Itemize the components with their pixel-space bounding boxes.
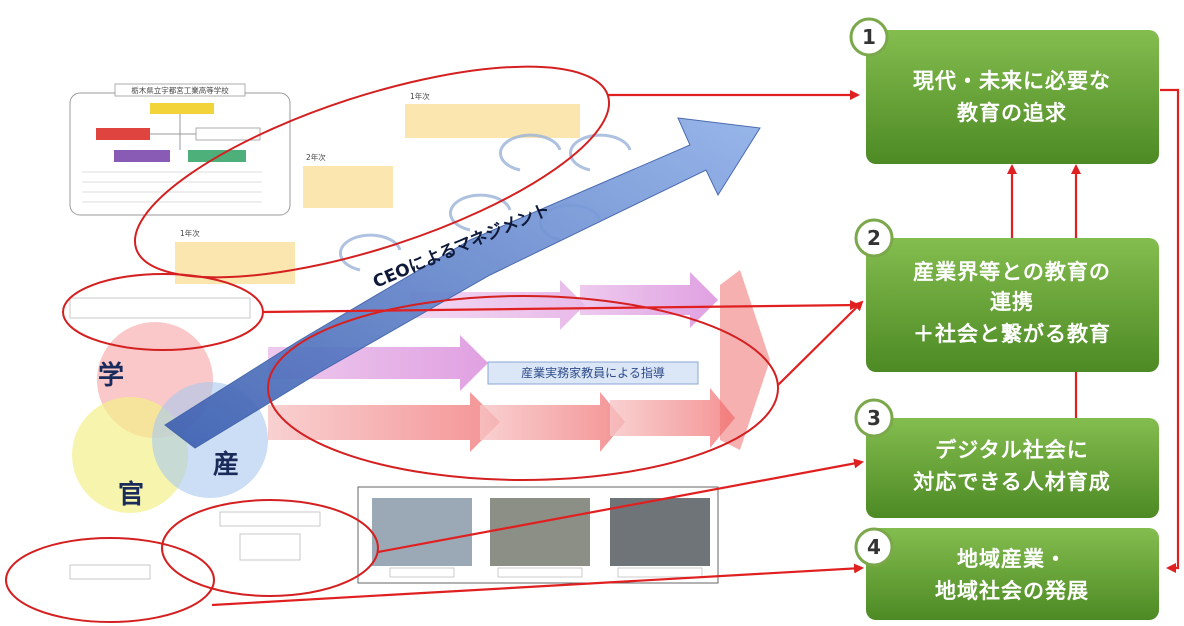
number-3: 3 [867,406,881,430]
photo-2 [490,498,590,566]
small-info-boxes [69,297,321,580]
year1-label: 1年次 [180,228,200,238]
year3-label: 1年次 [410,91,430,101]
government-char: 官 [118,479,144,510]
box3-line1: デジタル社会に [935,438,1089,462]
ellipse-government-note [5,537,215,623]
connector-arrows [211,88,1180,607]
number-badge-1 [849,17,889,57]
school-header-label: 栃木県立宇都宮工業高等学校 [131,85,229,95]
box2-line1: 産業界等との教育の [913,260,1111,284]
box2-line3: ＋社会と繋がる教育 [913,322,1111,346]
year2-label: 2年次 [306,152,326,162]
box2-line2: 連携 [990,290,1034,314]
number-badge-3 [854,398,894,438]
school-char: 学 [98,360,124,391]
outcome-box-3: 3 デジタル社会に 対応できる人材育成 [854,398,1159,518]
ellipse-year-plan [133,65,611,279]
ellipse-industry-note [161,499,379,597]
photo-strip [357,486,719,584]
outcome-box-1: 1 現代・未来に必要な 教育の追求 [849,17,1159,164]
number-4: 4 [867,535,881,559]
school-org-chart: 栃木県立宇都宮工業高等学校 [69,83,291,216]
number-2: 2 [867,226,881,250]
box3-line2: 対応できる人材育成 [913,470,1111,494]
box1-line2: 教育の追求 [957,101,1067,125]
number-badge-4 [854,527,894,567]
number-1: 1 [862,25,876,49]
ellipse-process [267,295,779,481]
photo-3 [610,498,710,566]
industry-instructor-label: 産業実務家教員による指導 [521,365,665,380]
process-arrows: 産業実務家教員による指導 [268,270,770,452]
venn-diagram: 学 産 官 [72,322,268,513]
box4-line2: 地域社会の発展 [935,579,1089,603]
box1-line1: 現代・未来に必要な [913,69,1111,93]
number-badge-2 [854,218,894,258]
box4-line1: 地域産業・ [957,547,1067,571]
photo-1 [372,498,472,566]
outcome-box-2: 2 産業界等との教育の 連携 ＋社会と繋がる教育 [854,218,1159,372]
industry-char: 産 [213,449,239,480]
outcome-box-4: 4 地域産業・ 地域社会の発展 [854,527,1159,620]
